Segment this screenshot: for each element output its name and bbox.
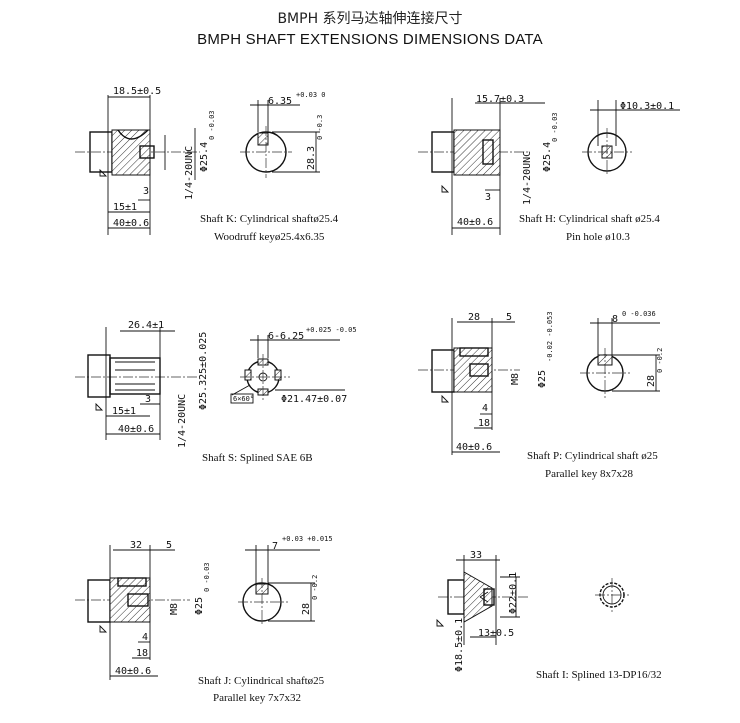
shaft-k-caption-1: Shaft K: Cylindrical shaftø25.4 (200, 213, 339, 225)
shaft-s-dim-spline-w: 6-6.25 (268, 331, 304, 342)
shaft-p-dim-28: 28 (468, 312, 480, 323)
shaft-i-dim-dia18: Φ18.5±0.1 (454, 618, 465, 672)
shaft-j-dim-dia: Φ25 (194, 597, 205, 615)
shaft-s-dim-3: 3 (145, 394, 151, 405)
shaft-j-dim-4: 4 (142, 632, 148, 643)
shaft-p-dim-dia-tol: -0.02 -0.053 (546, 311, 554, 362)
shaft-k-dim-key-w: 6.35 (268, 96, 292, 107)
shaft-s-end-view (230, 335, 345, 404)
shaft-s-dim-15: 15±1 (112, 406, 136, 417)
shaft-k-dim-dia-tol: 0 -0.03 (208, 110, 216, 140)
shaft-h-dim-40: 40±0.6 (457, 217, 493, 228)
title-english: BMPH SHAFT EXTENSIONS DIMENSIONS DATA (197, 31, 543, 48)
shaft-h-side-view (418, 98, 545, 235)
shaft-p-dim-4: 4 (482, 403, 488, 414)
shaft-k-dim-40: 40±0.6 (113, 218, 149, 229)
shaft-s-dim-40: 40±0.6 (118, 424, 154, 435)
shaft-h-caption-1: Shaft H: Cylindrical shaft ø25.4 (519, 213, 660, 225)
shaft-p-dim-18: 18 (478, 418, 490, 429)
shaft-k-dim-top: 18.5±0.5 (113, 86, 161, 97)
shaft-k-side-view (75, 95, 200, 235)
shaft-h-dim-dia-tol: 0 -0.03 (551, 112, 559, 142)
shaft-s-side-view (75, 327, 200, 440)
shaft-h-dim-3: 3 (485, 192, 491, 203)
shaft-s-dim-dia: Φ25.325±0.025 (198, 332, 209, 410)
title-chinese: BMPH 系列马达轴伸连接尺寸 (277, 11, 463, 27)
shaft-p-dim-key-h-tol: 0 -0.2 (656, 348, 664, 373)
shaft-p-dim-key-h: 28 (646, 375, 657, 387)
shaft-k-dim-3: 3 (143, 186, 149, 197)
shaft-s-dim-thread: 1/4-20UNC (177, 394, 188, 448)
shaft-p-dim-key-w-tol: 0 -0.036 (622, 310, 656, 318)
shaft-p-dim-m8: M8 (510, 373, 521, 385)
shaft-k-caption-2: Woodruff keyø25.4x6.35 (214, 231, 325, 243)
shaft-j-dim-m8: M8 (169, 603, 180, 615)
shaft-j-dim-18: 18 (136, 648, 148, 659)
shaft-i-side-view (436, 555, 530, 645)
shaft-s-dim-angle: 6×60° (233, 395, 254, 403)
shaft-j-dim-key-h: 28 (301, 603, 312, 615)
shaft-s-dim-spline-w-tol: +0.025 -0.05 (306, 326, 357, 334)
shaft-j-dim-40: 40±0.6 (115, 666, 151, 677)
shaft-j-side-view (75, 545, 190, 680)
shaft-h-dim-pin: Φ10.3±0.1 (620, 101, 674, 112)
shaft-s-dim-spline-d: Φ21.47±0.07 (281, 394, 347, 405)
shaft-p-side-view (418, 318, 520, 455)
shaft-p-caption-2: Parallel key 8x7x28 (545, 468, 633, 480)
shaft-p-dim-40: 40±0.6 (456, 442, 492, 453)
shaft-k-dim-thread: 1/4-20UNC (184, 146, 195, 200)
shaft-h-dim-top: 15.7±0.3 (476, 94, 524, 105)
shaft-h-caption-2: Pin hole ø10.3 (566, 231, 630, 243)
shaft-j-caption-1: Shaft J: Cylindrical shaftø25 (198, 675, 325, 687)
shaft-p-caption-1: Shaft P: Cylindrical shaft ø25 (527, 450, 658, 462)
shaft-j-dim-5: 5 (166, 540, 172, 551)
shaft-j-end-view (238, 545, 320, 626)
shaft-j-caption-2: Parallel key 7x7x32 (213, 692, 301, 704)
shaft-p-dim-5: 5 (506, 312, 512, 323)
shaft-p-end-view (580, 318, 660, 398)
shaft-j-dim-32: 32 (130, 540, 142, 551)
shaft-h-dim-dia: Φ25.4 (542, 142, 553, 172)
shaft-j-dim-key-w-tol: +0.03 +0.015 (282, 535, 333, 543)
shaft-k-dim-key-w-tol: +0.03 0 (296, 91, 326, 99)
shaft-s-dim-top: 26.4±1 (128, 320, 164, 331)
shaft-j-dim-key-w: 7 (272, 541, 278, 552)
shaft-i-caption-1: Shaft I: Splined 13-DP16/32 (536, 669, 662, 681)
shaft-i-end-view (595, 578, 629, 612)
shaft-i-dim-dia22: Φ22±0.1 (508, 572, 519, 614)
shaft-p-dim-dia: Φ25 (537, 370, 548, 388)
shaft-h-dim-thread: 1/4-20UNC (522, 151, 533, 205)
shaft-h-end-view (582, 100, 680, 176)
shaft-k-dim-15: 15±1 (113, 202, 137, 213)
shaft-p-dim-key-w: 8 (612, 314, 618, 325)
shaft-i-dim-13: 13±0.5 (478, 628, 514, 639)
shaft-k-dim-key-h-tol: 0 -0.3 (316, 115, 324, 140)
shaft-s-caption-1: Shaft S: Splined SAE 6B (202, 452, 313, 464)
shaft-j-dim-dia-tol: 0 -0.03 (203, 562, 211, 592)
shaft-k-end-view (240, 100, 320, 178)
shaft-k-dim-dia: Φ25.4 (199, 142, 210, 172)
shaft-j-dim-key-h-tol: 0 -0.2 (311, 575, 319, 600)
shaft-k-dim-key-h: 28.3 (306, 146, 317, 170)
shaft-i-dim-33: 33 (470, 550, 482, 561)
